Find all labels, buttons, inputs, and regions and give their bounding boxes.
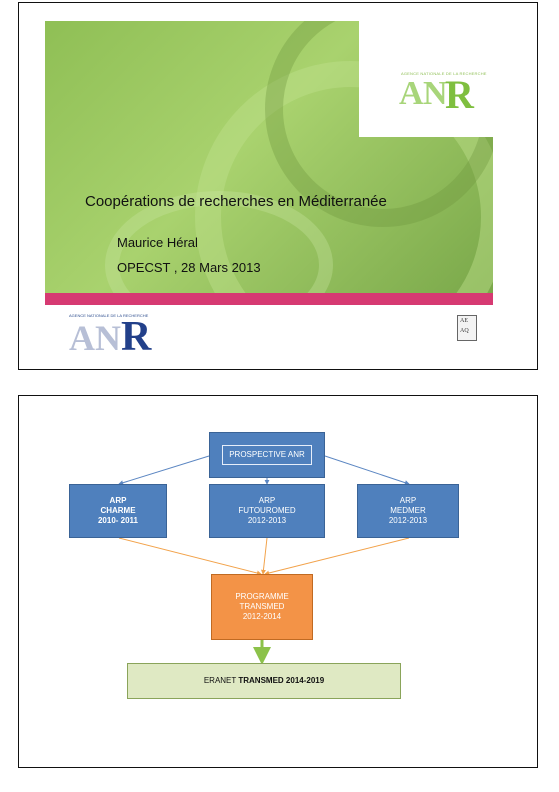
- anr-logo-top: AGENCE NATIONALE DE LA RECHERCHE A N R: [399, 71, 487, 117]
- aeaq-seal-icon: AE AQ: [457, 315, 477, 341]
- arrow-prospective-charme: [118, 455, 210, 486]
- author-name: Maurice Héral: [117, 235, 198, 250]
- box-arp-charme: ARP CHARME 2010- 2011: [69, 484, 167, 538]
- box-programme-transmed: PROGRAMME TRANSMED 2012-2014: [211, 574, 313, 640]
- box-eranet-transmed: ERANET TRANSMED 2014-2019: [127, 663, 401, 699]
- arrow-charme-programme: [118, 537, 262, 576]
- connector-lines: [118, 455, 410, 665]
- accent-bar: [45, 293, 493, 305]
- hero-white-notch: [359, 21, 493, 137]
- slide-title: Coopérations de recherches en Méditerran…: [85, 193, 387, 210]
- diagram-slide: PROSPECTIVE ANR ARP CHARME 2010- 2011 AR…: [18, 395, 538, 768]
- arrow-futouromed-programme: [260, 537, 268, 575]
- event-date: OPECST , 28 Mars 2013: [117, 260, 261, 275]
- anr-logo-bottom: AGENCE NATIONALE DE LA RECHERCHE A N R: [69, 313, 152, 360]
- title-slide: AGENCE NATIONALE DE LA RECHERCHE A N R C…: [18, 2, 538, 370]
- arrow-prospective-medmer: [324, 455, 410, 486]
- box-prospective-anr: PROSPECTIVE ANR: [209, 432, 325, 478]
- box-arp-medmer: ARP MEDMER 2012-2013: [357, 484, 459, 538]
- arrow-medmer-programme: [264, 537, 410, 576]
- box-arp-futouromed: ARP FUTOUROMED 2012-2013: [209, 484, 325, 538]
